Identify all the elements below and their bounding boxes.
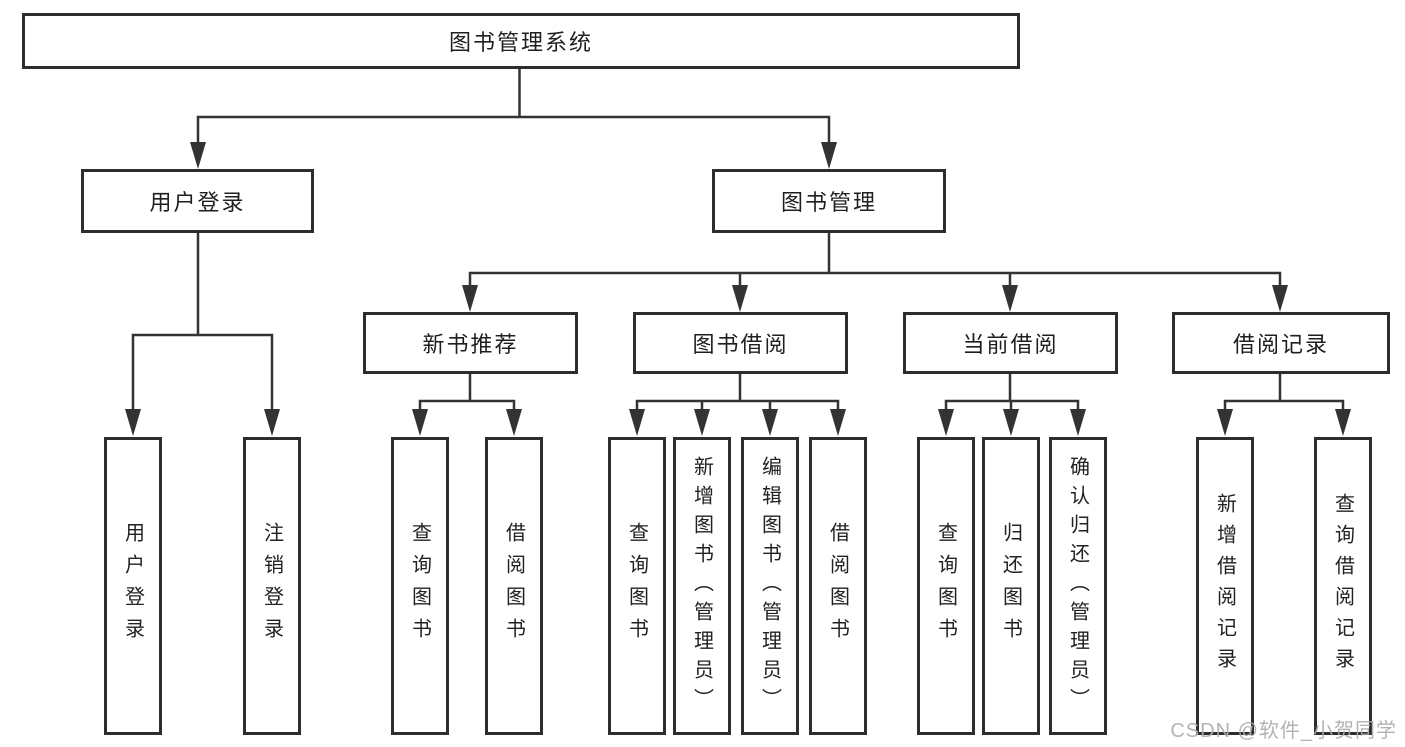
leaf-borrow-borrow-book: 借阅图书 bbox=[809, 437, 867, 735]
leaf-newrec-borrow-book: 借阅图书 bbox=[485, 437, 543, 735]
node-book-borrow: 图书借阅 bbox=[633, 312, 848, 374]
leaf-logout: 注销登录 bbox=[243, 437, 301, 735]
leaf-newrec-query-book: 查询图书 bbox=[391, 437, 449, 735]
leaf-user-login: 用户登录 bbox=[104, 437, 162, 735]
leaf-current-return-book: 归还图书 bbox=[982, 437, 1040, 735]
leaf-record-add-borrow-record: 新增借阅记录 bbox=[1196, 437, 1254, 735]
leaf-borrow-query-book: 查询图书 bbox=[608, 437, 666, 735]
leaf-record-query-borrow-record: 查询借阅记录 bbox=[1314, 437, 1372, 735]
node-borrow-record: 借阅记录 bbox=[1172, 312, 1390, 374]
leaf-borrow-edit-book-admin: 编辑图书（管理员） bbox=[741, 437, 799, 735]
leaf-borrow-add-book-admin: 新增图书（管理员） bbox=[673, 437, 731, 735]
leaf-current-confirm-return-admin: 确认归还（管理员） bbox=[1049, 437, 1107, 735]
node-root: 图书管理系统 bbox=[22, 13, 1020, 69]
node-current-borrow: 当前借阅 bbox=[903, 312, 1118, 374]
node-new-book-recommend: 新书推荐 bbox=[363, 312, 578, 374]
csdn-watermark: CSDN @软件_小贺同学 bbox=[1170, 720, 1397, 742]
node-user-login: 用户登录 bbox=[81, 169, 314, 233]
node-book-management: 图书管理 bbox=[712, 169, 946, 233]
leaf-current-query-book: 查询图书 bbox=[917, 437, 975, 735]
